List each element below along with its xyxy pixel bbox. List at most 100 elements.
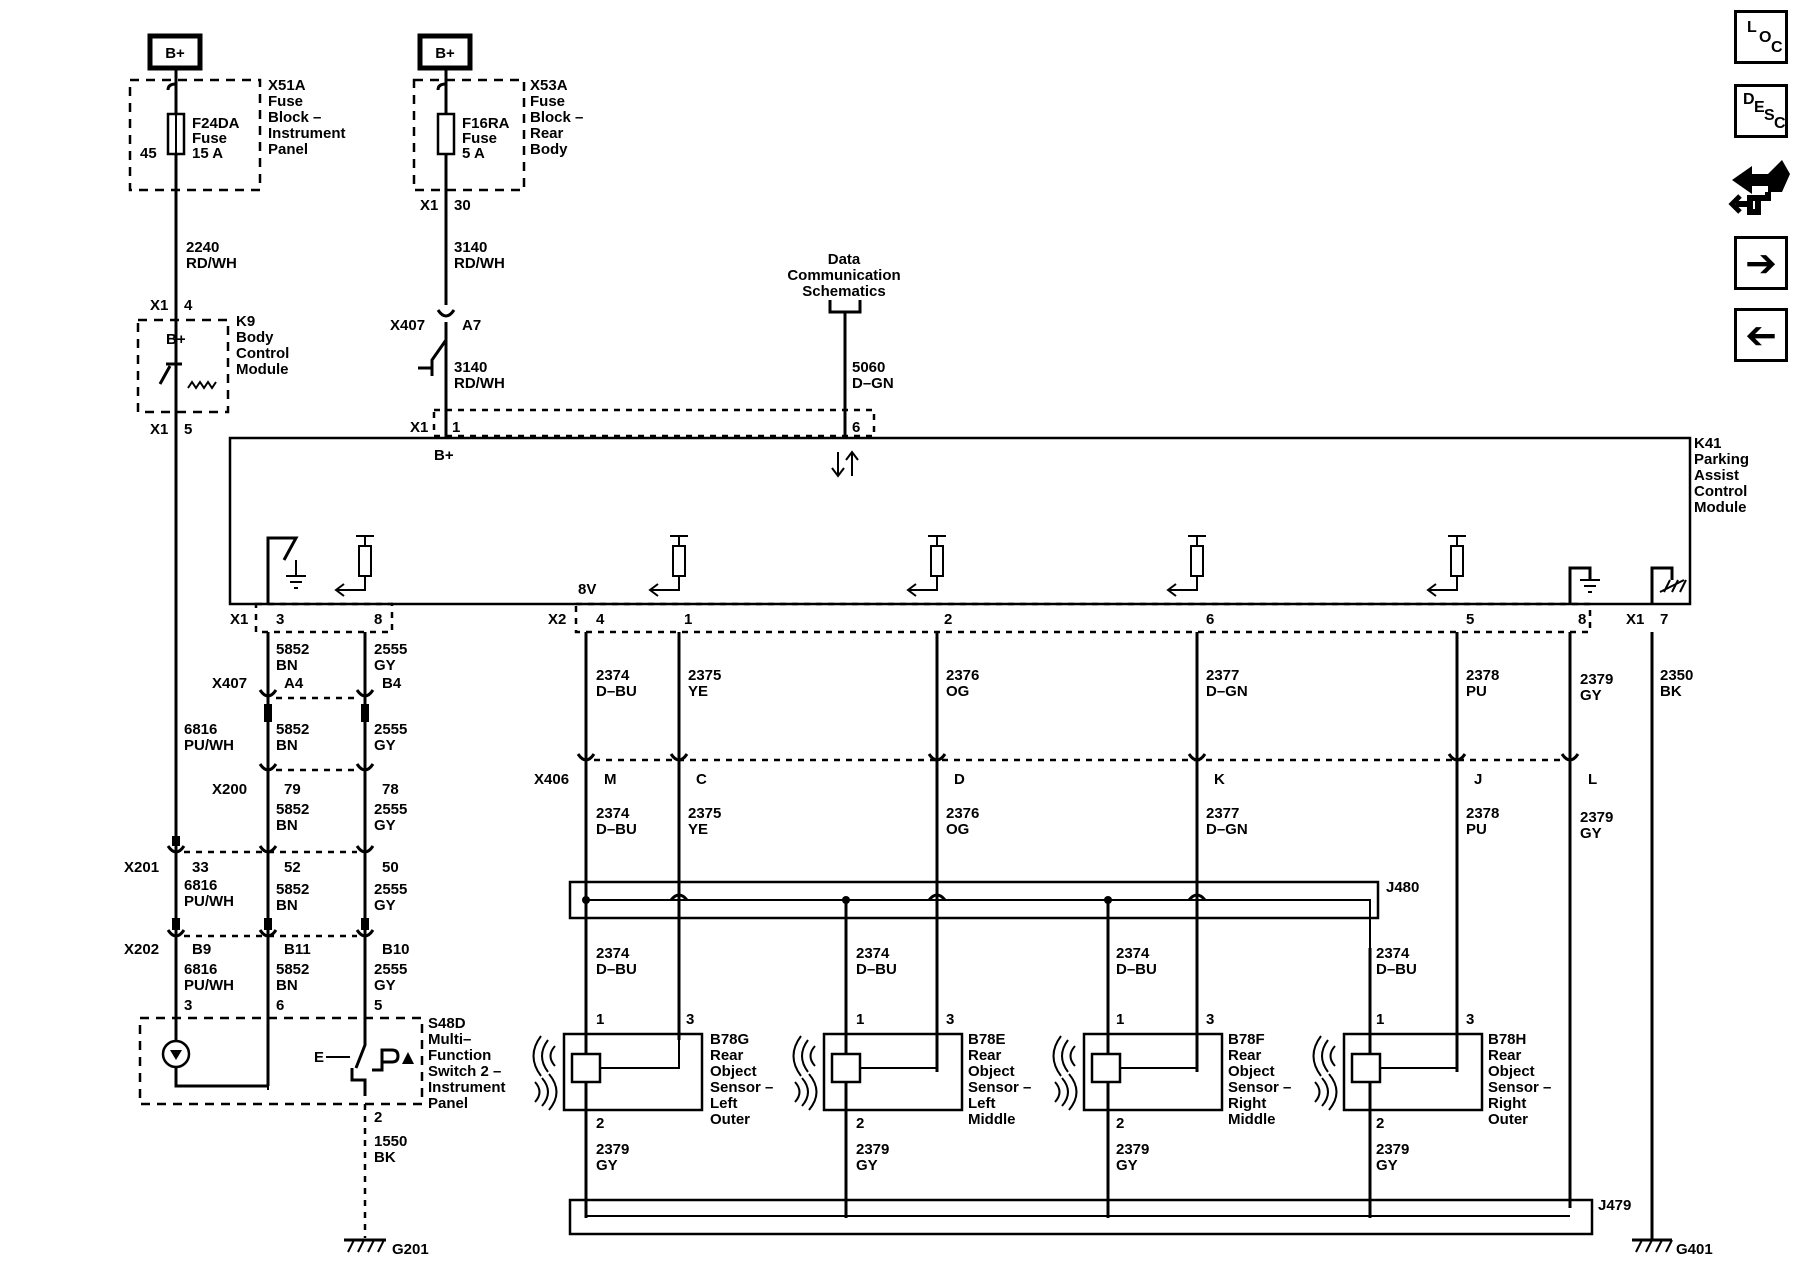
connector-view-icon[interactable] <box>1728 152 1794 222</box>
data-comm-2: Schematics <box>802 283 885 300</box>
bcm-label-0: K9 <box>236 313 255 330</box>
sensor-wire-num: 2374 <box>856 945 890 962</box>
k41-pin6: 6 <box>1206 611 1214 628</box>
k41-pin-data: 6 <box>852 419 860 436</box>
bplus-box-right <box>417 33 473 71</box>
previous-page-button[interactable]: ➔ <box>1734 308 1788 362</box>
w2555e-color: GY <box>374 977 396 994</box>
sensor-wire-num: 2374 <box>596 945 630 962</box>
k41-x2-conn <box>574 602 1592 634</box>
splice-j480-label: J480 <box>1386 879 1419 896</box>
sensor-label-1: Rear <box>968 1047 1002 1064</box>
x407-pin-a4: A4 <box>284 675 304 692</box>
sensor-label-0: B78H <box>1488 1031 1526 1048</box>
w2376a-color: OG <box>946 683 969 700</box>
w2377b-num: 2377 <box>1206 805 1239 822</box>
sensor-pin2: 2 <box>1116 1115 1124 1132</box>
s48d-pin5: 5 <box>374 997 382 1014</box>
data-comm-0: Data <box>828 251 861 268</box>
k41-conn-top: X1 <box>410 419 428 436</box>
s48d-pin6: 6 <box>276 997 284 1014</box>
fuse-right-b-1: Fuse <box>530 93 565 110</box>
k41-pin1: 1 <box>684 611 692 628</box>
w3140a-num: 3140 <box>454 239 487 256</box>
sensor-b78e: 2374 D–BU 1 3 2 2379 GY B78E Rear Object… <box>792 945 1031 1174</box>
w2350-num: 2350 <box>1660 667 1693 684</box>
w5060-num: 5060 <box>852 359 885 376</box>
w2555d-color: GY <box>374 897 396 914</box>
data-comm-1: Communication <box>787 267 900 284</box>
sensor-gnd-num: 2379 <box>1376 1141 1409 1158</box>
w3140a-color: RD/WH <box>454 255 505 272</box>
bplus-label-right: B+ <box>435 45 455 62</box>
s48d-e: E <box>314 1049 324 1066</box>
w3140b-color: RD/WH <box>454 375 505 392</box>
sensor-gnd-num: 2379 <box>856 1141 889 1158</box>
w2555b-color: GY <box>374 737 396 754</box>
desc-letter-d: D <box>1743 91 1755 108</box>
fuse-right-b-2: Block – <box>530 109 583 126</box>
x406-pin-k: K <box>1214 771 1225 788</box>
fuse-right-f-2: 5 A <box>462 145 485 162</box>
sensor-label-3: Sensor – <box>710 1079 773 1096</box>
w6816b-color: PU/WH <box>184 893 234 910</box>
sensor-label-4: Left <box>710 1095 738 1112</box>
sensor-wire-color: D–BU <box>596 961 637 978</box>
w2374b-num: 2374 <box>596 805 630 822</box>
w2375b-num: 2375 <box>688 805 721 822</box>
k41-pin8b: 8 <box>1578 611 1586 628</box>
fuse-left-b-1: Fuse <box>268 93 303 110</box>
sensor-label-4: Right <box>1488 1095 1526 1112</box>
w2378a-num: 2378 <box>1466 667 1499 684</box>
pullup-pin2 <box>906 535 946 597</box>
w2555c-num: 2555 <box>374 801 407 818</box>
k41-label-3: Control <box>1694 483 1747 500</box>
s48d-label-4: Instrument <box>428 1079 506 1096</box>
w3140b-num: 3140 <box>454 359 487 376</box>
x201-conn: X201 <box>124 859 159 876</box>
fuse-left-f-2: 15 A <box>192 145 223 162</box>
w2375a-color: YE <box>688 683 708 700</box>
sensor-label-5: Outer <box>1488 1111 1528 1128</box>
sensor-pin2: 2 <box>596 1115 604 1132</box>
ground-g201-icon <box>344 1238 386 1253</box>
x406-pin-c: C <box>696 771 707 788</box>
w2379b-num: 2379 <box>1580 809 1613 826</box>
sensor-label-4: Left <box>968 1095 996 1112</box>
sensor-b78g: 2374 D–BU 1 3 2 2379 GY B78G Rear Object… <box>532 945 773 1174</box>
s48d-pin2: 2 <box>374 1109 382 1126</box>
fuse-block-right-box <box>412 78 526 192</box>
sensor-pin2: 2 <box>1376 1115 1384 1132</box>
w2379b-color: GY <box>1580 825 1602 842</box>
k41-pin2: 2 <box>944 611 952 628</box>
sensor-label-2: Object <box>1488 1063 1535 1080</box>
w6816c-color: PU/WH <box>184 977 234 994</box>
fuse-left-b-3: Instrument <box>268 125 346 142</box>
bplus-box-left <box>147 33 203 71</box>
w2374a-num: 2374 <box>596 667 630 684</box>
loc-letter-l: L <box>1747 19 1757 36</box>
sensor-label-1: Rear <box>710 1047 744 1064</box>
sensor-label-2: Object <box>710 1063 757 1080</box>
x200-pin-78: 78 <box>382 781 399 798</box>
splice-j480 <box>568 880 1380 920</box>
sensor-b78h: 2374 D–BU 1 3 2 2379 GY B78H Rear Object… <box>1312 945 1551 1174</box>
next-page-button[interactable]: ➔ <box>1734 236 1788 290</box>
w5852d-num: 5852 <box>276 881 309 898</box>
s48d-label-3: Switch 2 – <box>428 1063 501 1080</box>
w5852d-color: BN <box>276 897 298 914</box>
bcm-label-1: Body <box>236 329 274 346</box>
sensor-gnd-color: GY <box>596 1157 618 1174</box>
w2375a-num: 2375 <box>688 667 721 684</box>
w5852e-color: BN <box>276 977 298 994</box>
w2376b-color: OG <box>946 821 969 838</box>
sensor-label-2: Object <box>1228 1063 1275 1080</box>
fuse-left-b-4: Panel <box>268 141 308 158</box>
loc-button[interactable]: L O C <box>1734 10 1788 64</box>
x406-conn: X406 <box>534 771 569 788</box>
loc-letter-o: O <box>1759 29 1772 46</box>
x200-conn: X200 <box>212 781 247 798</box>
bcm-conn-top: X1 <box>150 297 168 314</box>
desc-button[interactable]: D E S C <box>1734 84 1788 138</box>
s48d-label-5: Panel <box>428 1095 468 1112</box>
